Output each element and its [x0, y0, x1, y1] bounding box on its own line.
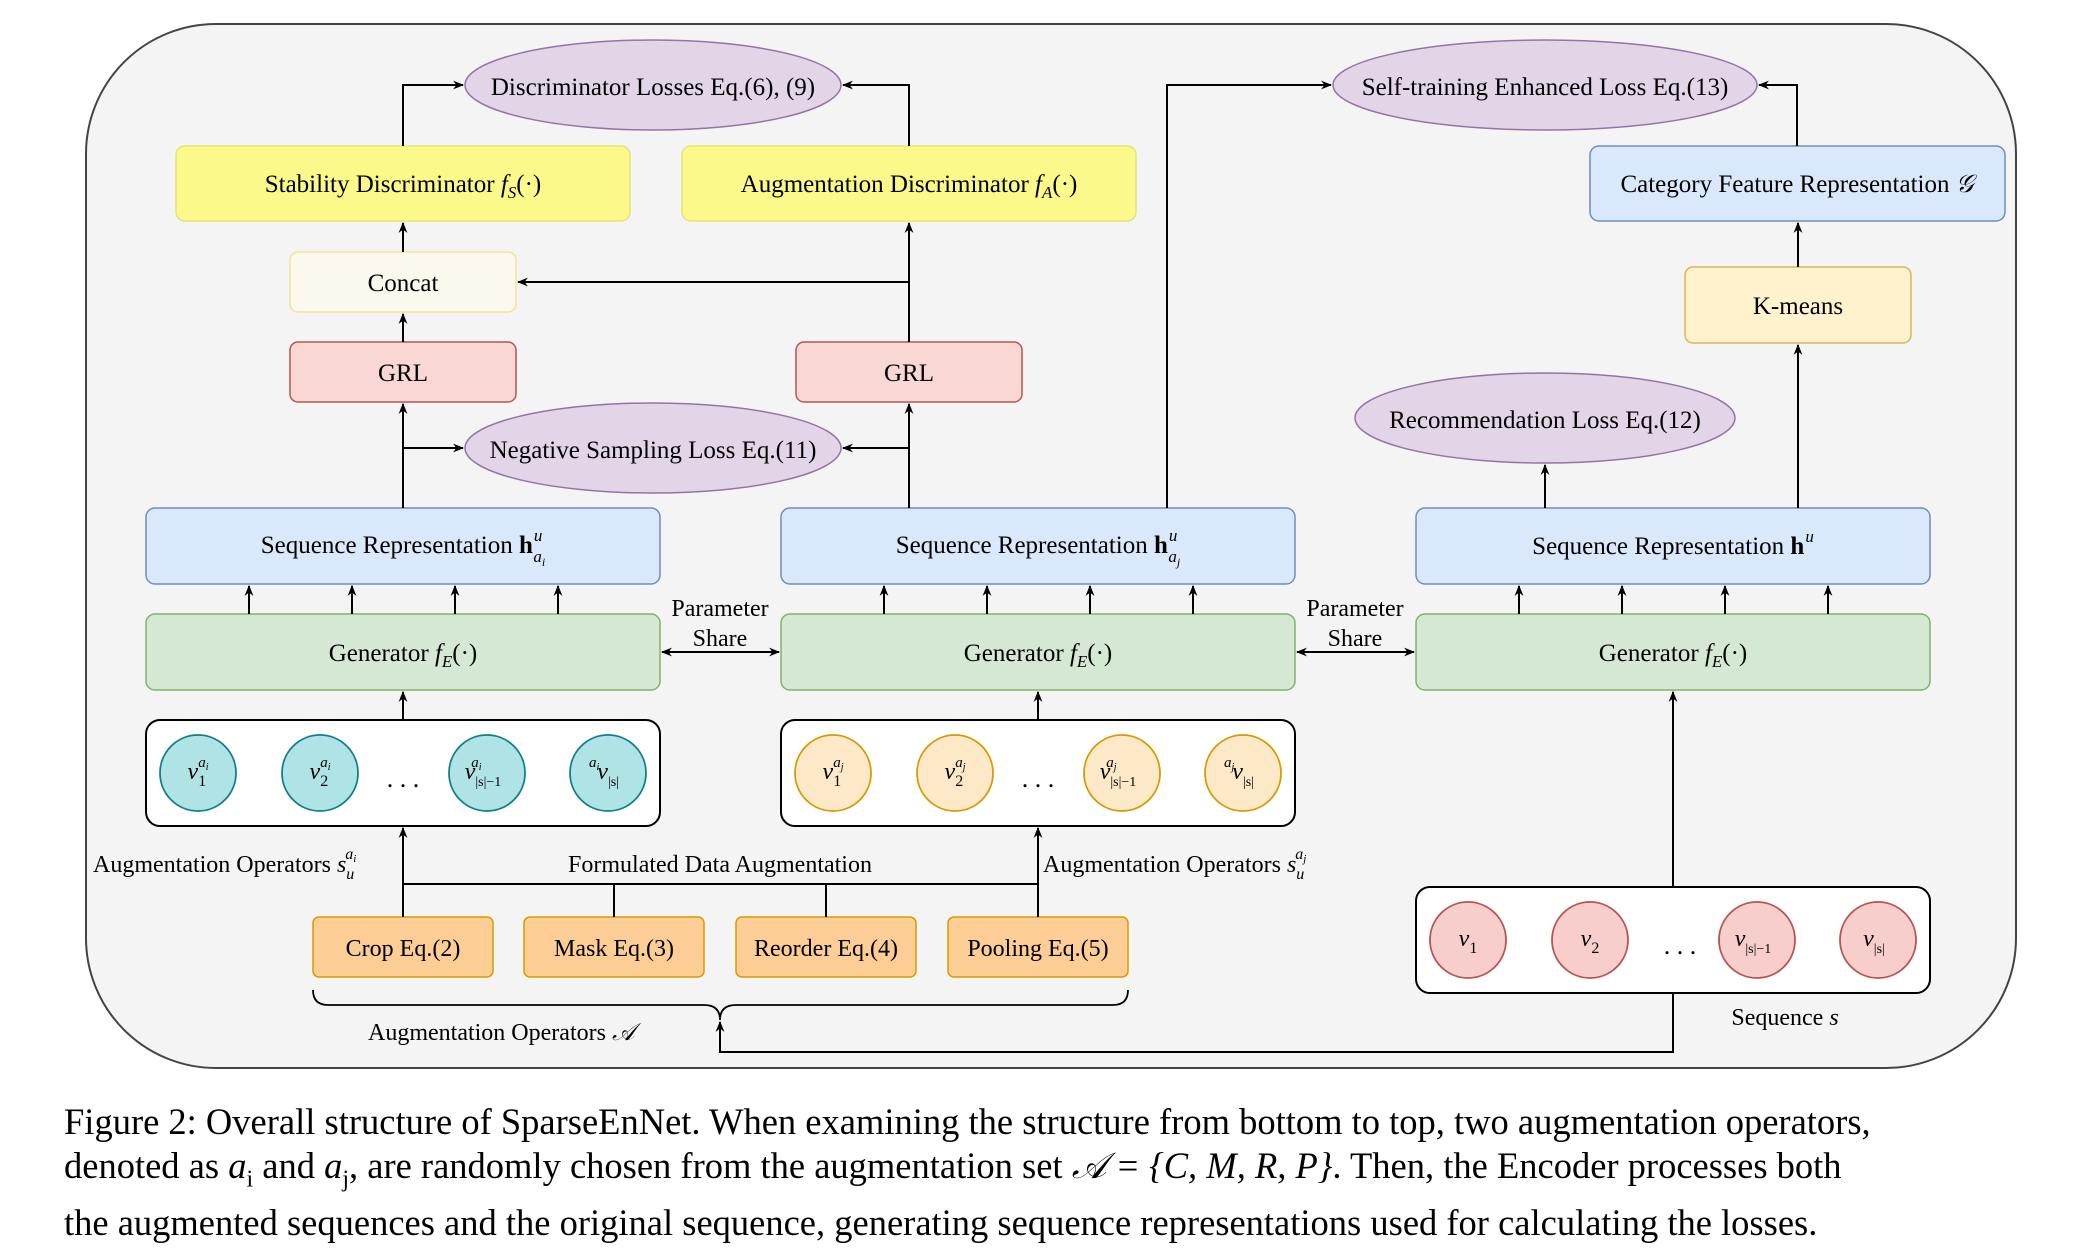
generator-left-box	[145, 613, 661, 691]
mid-item-circle-2	[916, 734, 994, 812]
seq-rep-right-label: Sequence Representation hu	[1532, 527, 1814, 560]
operators-brace	[312, 989, 1129, 1021]
concat-label: Concat	[368, 270, 439, 297]
orig-item-circle-3	[1718, 901, 1796, 979]
grl-mid-label: GRL	[884, 360, 934, 387]
mid-item-circle-1	[794, 734, 872, 812]
param-share-right-label: Parameter	[1306, 596, 1403, 622]
augmentation-discriminator-label: Augmentation Discriminator fA(·)	[741, 171, 1078, 202]
generator-mid-box	[780, 613, 1296, 691]
augmented-items-left: v1ai v2ai v|s|−1ai v|s|ai	[159, 734, 647, 812]
param-share-left-label-2: Share	[693, 626, 748, 652]
category-feature-label: Category Feature Representation 𝒢	[1620, 171, 1977, 198]
negative-sampling-loss-ellipse	[464, 402, 842, 494]
param-share-right-label-2: Share	[1328, 626, 1383, 652]
connectors	[244, 80, 1833, 1053]
recommendation-loss-label: Recommendation Loss Eq.(12)	[1389, 407, 1701, 434]
mask-operator-label: Mask Eq.(3)	[554, 936, 674, 962]
original-items: v1 v2 v|s|−1 v|s|	[1429, 901, 1917, 979]
seq-rep-right-box	[1415, 507, 1931, 585]
left-item-label-2: v2ai	[310, 755, 331, 790]
mid-item-circle-4	[1204, 734, 1282, 812]
orig-item-label-3: v|s|−1	[1735, 926, 1772, 957]
aug-set-label: Augmentation Operators 𝒜	[368, 1020, 642, 1046]
ellipsis-left: . . .	[387, 764, 420, 793]
aug-ops-left-label: Augmentation Operators suai	[93, 846, 356, 883]
ellipsis-mid: . . .	[1022, 764, 1055, 793]
ellipsis-right: . . .	[1664, 931, 1697, 960]
aug-ops-right-label: Augmentation Operators suaj	[1043, 846, 1306, 883]
left-item-label-3: v|s|−1ai	[465, 755, 502, 790]
figure-caption: Figure 2: Overall structure of SparseEnN…	[64, 1100, 2049, 1245]
caption-line-3: the augmented sequences and the original…	[64, 1202, 1818, 1244]
self-training-loss-label: Self-training Enhanced Loss Eq.(13)	[1362, 74, 1729, 101]
left-item-circle-3	[448, 734, 526, 812]
generator-left-label: Generator fE(·)	[329, 640, 478, 671]
param-share-left-label: Parameter	[671, 596, 768, 622]
mid-item-label-2: v2aj	[945, 755, 966, 790]
seq-rep-mid-box	[780, 507, 1296, 585]
sequence-label: Sequence s	[1731, 1005, 1838, 1031]
left-item-circle-1	[159, 734, 237, 812]
orig-item-circle-1	[1429, 901, 1507, 979]
pooling-operator-label: Pooling Eq.(5)	[967, 936, 1108, 962]
crop-operator-label: Crop Eq.(2)	[346, 936, 461, 962]
caption-line-2: denoted as ai and aj, are randomly chose…	[64, 1145, 1842, 1193]
kmeans-label: K-means	[1753, 293, 1843, 320]
grl-left-label: GRL	[378, 360, 428, 387]
left-item-circle-4	[569, 734, 647, 812]
discriminator-losses-label: Discriminator Losses Eq.(6), (9)	[491, 74, 815, 101]
augmented-items-mid: v1aj v2aj v|s|−1aj v|s|aj	[794, 734, 1282, 812]
formulated-augmentation-label: Formulated Data Augmentation	[568, 852, 872, 878]
reorder-operator-label: Reorder Eq.(4)	[754, 936, 898, 962]
mid-item-label-4: v|s|aj	[1224, 755, 1254, 790]
left-item-label-4: v|s|ai	[589, 755, 619, 790]
negative-sampling-loss-label: Negative Sampling Loss Eq.(11)	[490, 437, 817, 464]
discriminator-losses-ellipse	[464, 39, 842, 131]
mid-item-circle-3	[1083, 734, 1161, 812]
orig-item-circle-2	[1551, 901, 1629, 979]
left-item-circle-2	[281, 734, 359, 812]
caption-line-1: Figure 2: Overall structure of SparseEnN…	[64, 1101, 1871, 1142]
generator-mid-label: Generator fE(·)	[964, 640, 1113, 671]
orig-item-circle-4	[1839, 901, 1917, 979]
left-item-label-1: v1ai	[188, 755, 209, 790]
generator-right-box	[1415, 613, 1931, 691]
mid-item-label-3: v|s|−1aj	[1100, 755, 1137, 790]
self-training-loss-ellipse	[1332, 39, 1758, 131]
recommendation-loss-ellipse	[1354, 372, 1736, 464]
orig-item-label-2: v2	[1581, 926, 1600, 957]
orig-item-label-1: v1	[1459, 926, 1478, 957]
stability-discriminator-label: Stability Discriminator fS(·)	[265, 171, 542, 202]
mid-item-label-1: v1aj	[823, 755, 844, 790]
generator-right-label: Generator fE(·)	[1599, 640, 1748, 671]
orig-item-label-4: v|s|	[1863, 926, 1885, 957]
